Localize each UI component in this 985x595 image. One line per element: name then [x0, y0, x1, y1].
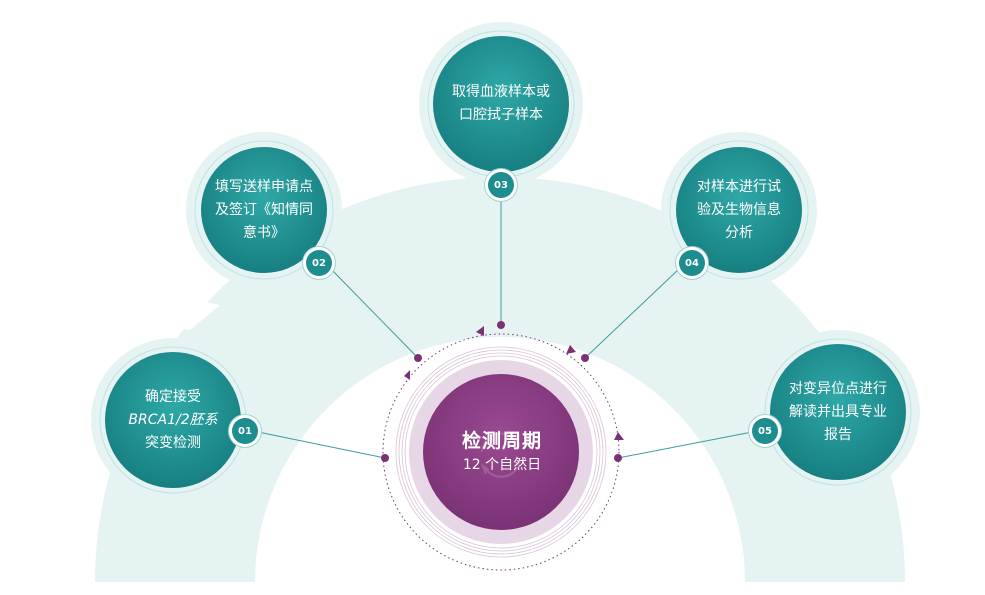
step-04-badge: 04: [679, 250, 705, 276]
cycle-duration: 12 个自然日: [462, 457, 542, 473]
step-01-badge: 01: [232, 418, 258, 444]
orbit-dots: [381, 321, 622, 462]
step-04-text: 对样本进行试 验及生物信息 分析: [697, 176, 781, 245]
step-04: 对样本进行试 验及生物信息 分析: [679, 150, 799, 270]
step-03-line-2: 口腔拭子样本: [459, 107, 543, 123]
connector-lines: [257, 190, 753, 459]
center-rings: [395, 346, 607, 558]
step-circle-05: [756, 330, 920, 494]
step-04-line-2: 验及生物信息: [697, 201, 781, 218]
step-02-line-1: 填写送样申请点: [215, 178, 313, 195]
step-05-text: 对变异位点进行 解读并出具专业 报告: [789, 378, 887, 447]
orbit-arrows: [404, 326, 624, 440]
step-01: 确定接受 BRCA1/2胚系 突变检测: [113, 360, 233, 480]
step-03-badge: 03: [488, 172, 514, 198]
step-circle-02: [186, 132, 342, 288]
step-02-badge: 02: [306, 250, 332, 276]
step-05: 对变异位点进行 解读并出具专业 报告: [778, 352, 898, 472]
step-02-line-2: 及签订《知情同: [215, 201, 313, 218]
step-01-line-2: BRCA1/2胚系: [128, 411, 218, 428]
step-04-line-3: 分析: [725, 224, 753, 241]
step-circles: [91, 22, 920, 502]
arc-chevrons: [120, 60, 870, 330]
step-02-text: 填写送样申请点 及签订《知情同 意书》: [215, 176, 313, 245]
step-03-text: 取得血液样本或 口腔拭子样本: [452, 81, 550, 127]
center-orbit: [382, 333, 620, 571]
step-02-line-3: 意书》: [243, 224, 285, 241]
cycle-title: 检测周期: [461, 430, 542, 452]
step-05-line-1: 对变异位点进行: [789, 380, 887, 397]
step-05-line-3: 报告: [824, 426, 852, 443]
refresh-icon: [480, 432, 521, 478]
step-01-line-3: 突变检测: [145, 434, 201, 451]
step-circle-04: [661, 132, 817, 288]
cycle-center: 检测周期 12 个自然日: [418, 368, 586, 536]
step-01-line-1: 确定接受: [145, 388, 201, 405]
step-05-badge: 05: [752, 418, 778, 444]
step-03: 取得血液样本或 口腔拭子样本: [441, 44, 561, 164]
center-disc: [423, 374, 579, 530]
step-circle-03: [419, 22, 583, 186]
step-03-line-1: 取得血液样本或: [452, 84, 550, 100]
step-01-text: 确定接受 BRCA1/2胚系 突变检测: [128, 386, 217, 455]
step-04-line-1: 对样本进行试: [697, 178, 781, 195]
step-02: 填写送样申请点 及签订《知情同 意书》: [204, 150, 324, 270]
step-05-line-2: 解读并出具专业: [789, 403, 887, 420]
